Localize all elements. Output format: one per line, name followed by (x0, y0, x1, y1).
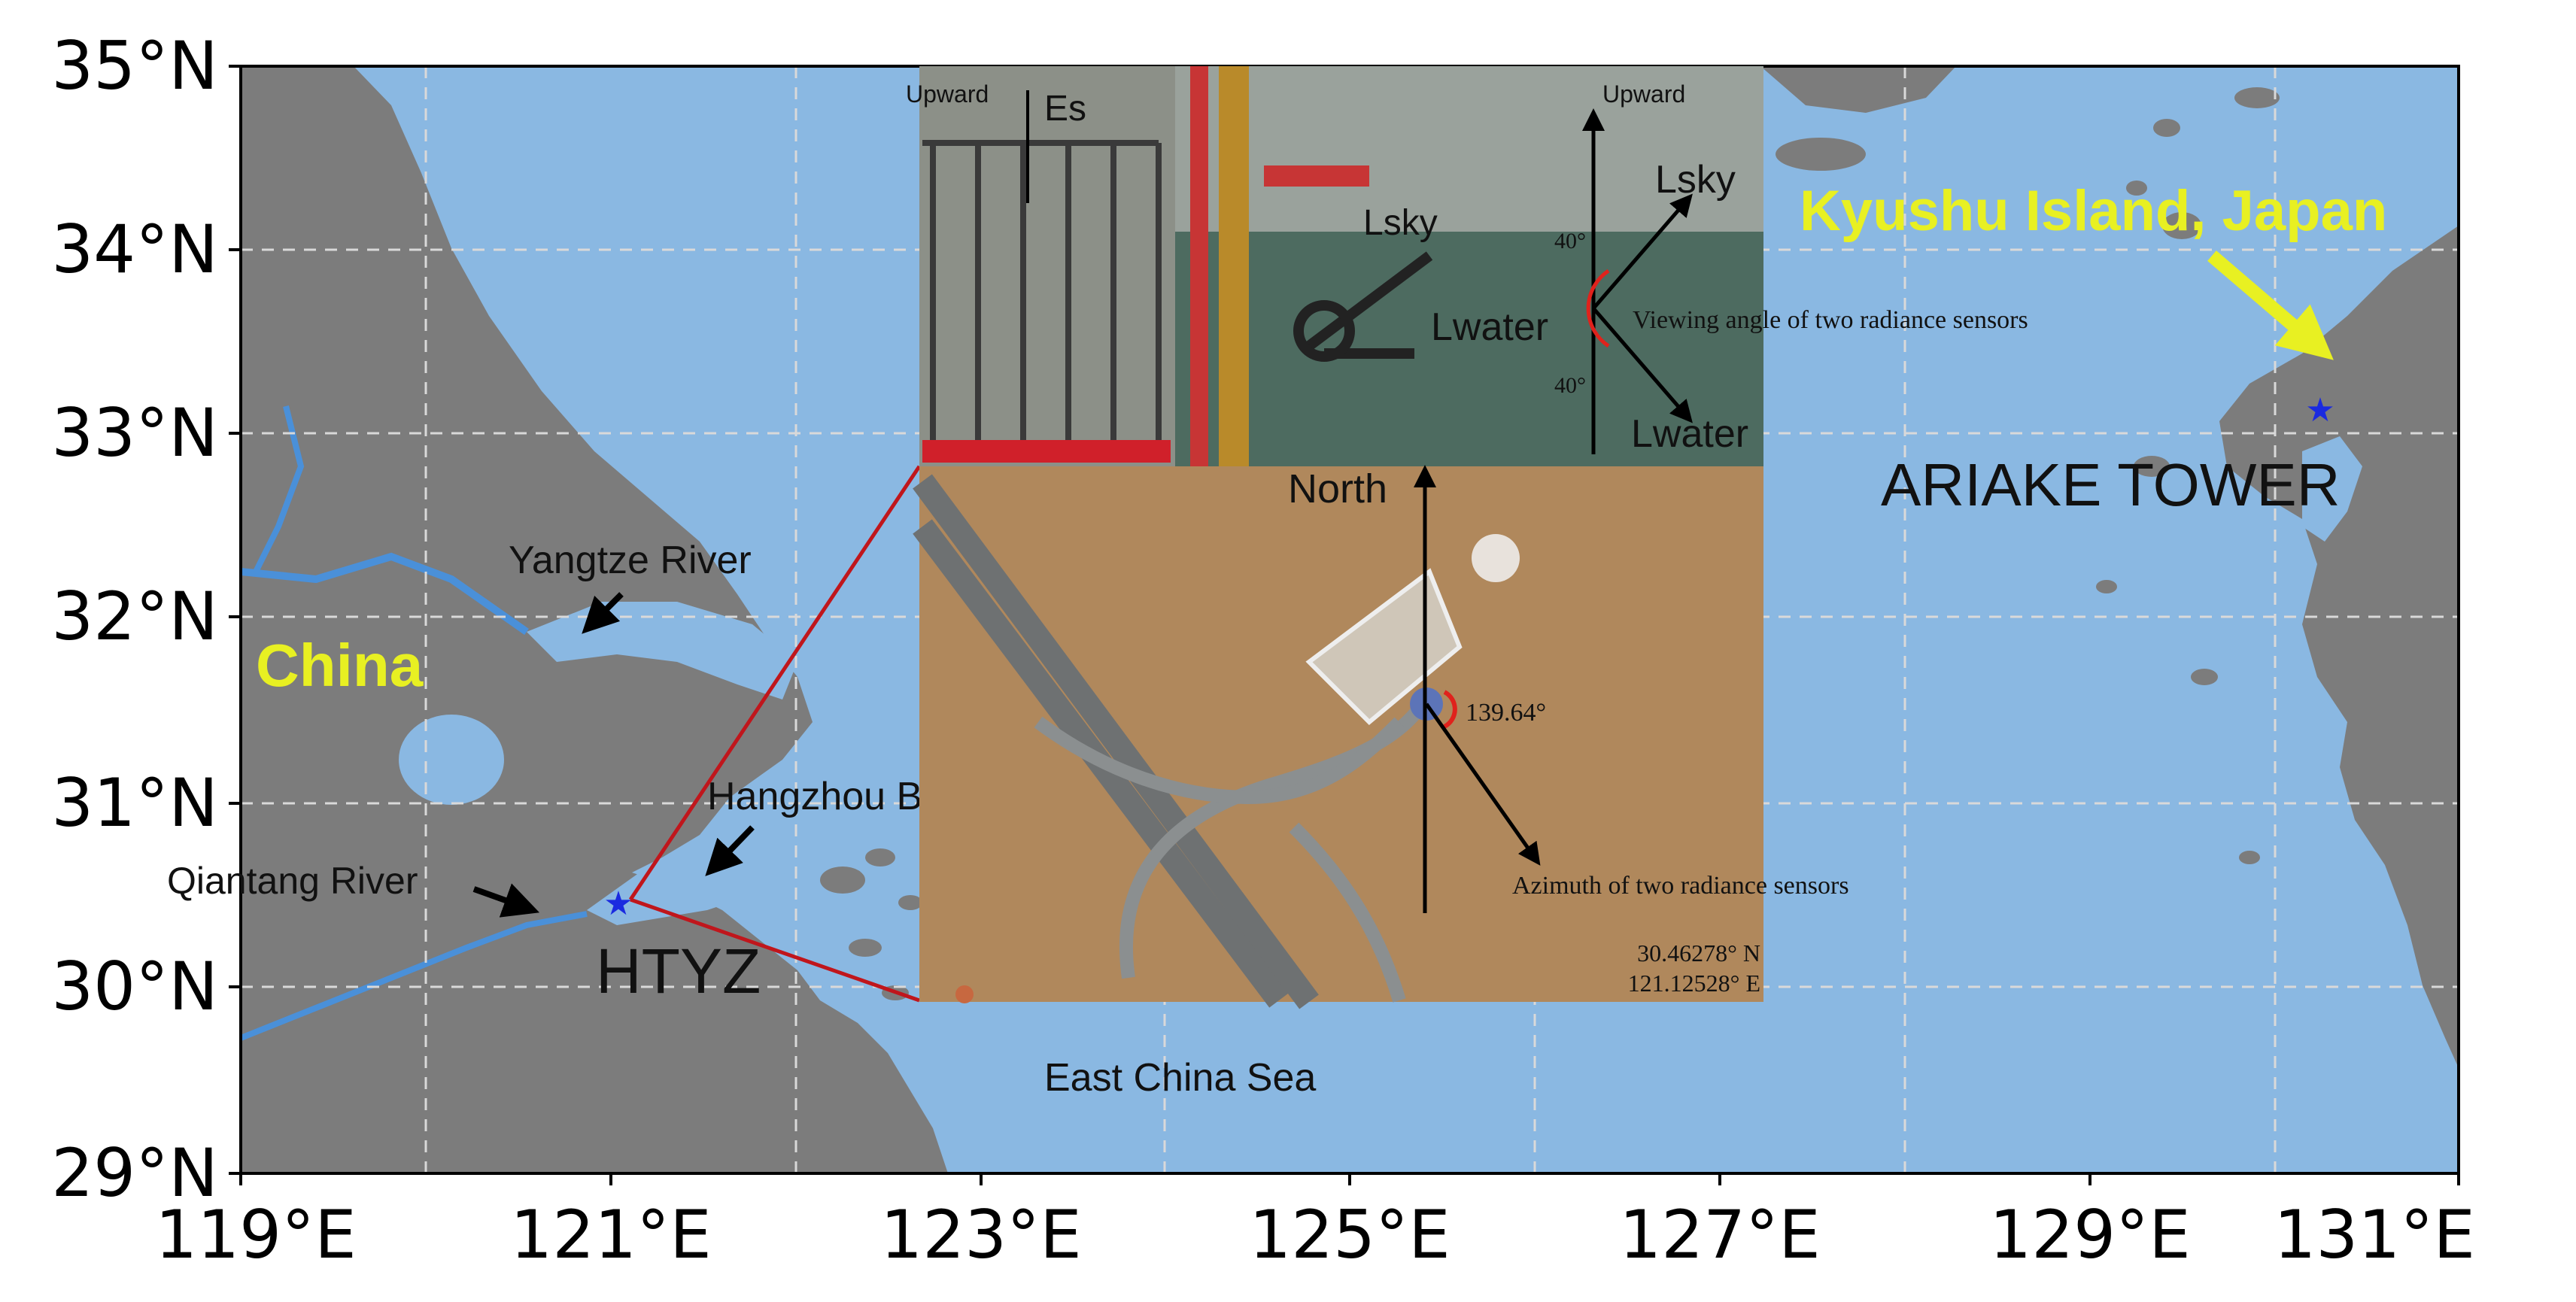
qiantang-arrow (472, 883, 540, 918)
qiantang-river-line (241, 911, 588, 1041)
kyushu-arrow (2207, 250, 2334, 360)
y-tick-label: 29°N (51, 1134, 218, 1212)
azimuth-value-label: 139.64° (1466, 699, 1546, 727)
upward-right-label: Upward (1602, 80, 1685, 108)
lsky-left-label: Lsky (1363, 203, 1438, 243)
y-tick-label: 33°N (51, 394, 218, 472)
ariake-sea-water (2302, 436, 2362, 542)
lwater-right-label: Lwater (1631, 412, 1748, 456)
jeju-island (1776, 138, 1866, 171)
east-china-sea-label: East China Sea (1044, 1056, 1316, 1100)
x-tick-label: 131°E (2274, 1196, 2475, 1273)
y-ticks (229, 65, 241, 1175)
callout-lines (628, 465, 922, 1003)
river-north (253, 405, 305, 573)
viewing-angle-label: Viewing angle of two radiance sensors (1633, 306, 2028, 334)
x-tick-label: 129°E (1989, 1196, 2191, 1273)
yangtze-river-label: Yangtze River (509, 539, 752, 582)
hangzhou-arrow (705, 825, 755, 876)
kyushu-landmass (2219, 226, 2459, 1068)
y-tick-label: 30°N (51, 948, 218, 1025)
yangtze-arrow (582, 592, 624, 634)
y-tick-label: 32°N (51, 578, 218, 655)
y-tick-label: 35°N (51, 27, 218, 105)
x-tick-label: 119°E (155, 1196, 357, 1273)
x-tick-label: 125°E (1249, 1196, 1451, 1273)
ariake-star: ★ (2305, 391, 2334, 429)
angle-bottom-label: 40° (1554, 373, 1586, 398)
qiantang-river-label: Qiantang River (167, 860, 418, 902)
lwater-left-label: Lwater (1431, 305, 1548, 349)
china-label: China (256, 632, 424, 699)
y-tick-labels: 35°N 34°N 33°N 32°N 31°N 30°N 29°N (51, 27, 218, 1212)
longitude-label: 121.12528° E (1628, 970, 1760, 997)
y-tick-label: 34°N (51, 211, 218, 288)
es-label: Es (1044, 89, 1086, 129)
ariake-tower-label: ARIAKE TOWER (1881, 451, 2341, 518)
lsky-right-label: Lsky (1655, 158, 1736, 202)
north-label: North (1288, 466, 1387, 511)
x-ticks (239, 1173, 2460, 1185)
x-tick-label: 123°E (880, 1196, 1082, 1273)
x-tick-labels: 119°E 121°E 123°E 125°E 127°E 129°E 131°… (155, 1196, 2475, 1273)
htyz-label: HTYZ (596, 936, 761, 1006)
japan-islands (2096, 87, 2280, 864)
latitude-label: 30.46278° N (1637, 939, 1760, 967)
x-tick-label: 127°E (1619, 1196, 1821, 1273)
taihu-lake (399, 715, 504, 805)
x-tick-label: 121°E (510, 1196, 712, 1273)
aerial-inset (913, 465, 1763, 1009)
htyz-star: ★ (603, 885, 633, 923)
angle-top-label: 40° (1554, 229, 1586, 253)
yangtze-river-line (241, 552, 529, 636)
upward-left-label: Upward (906, 80, 989, 108)
y-tick-label: 31°N (51, 764, 218, 842)
kyushu-label: Kyushu Island, Japan (1800, 179, 2387, 243)
korea-tip (1760, 66, 1956, 113)
azimuth-label: Azimuth of two radiance sensors (1512, 872, 1849, 900)
photo-inset (919, 66, 1763, 466)
